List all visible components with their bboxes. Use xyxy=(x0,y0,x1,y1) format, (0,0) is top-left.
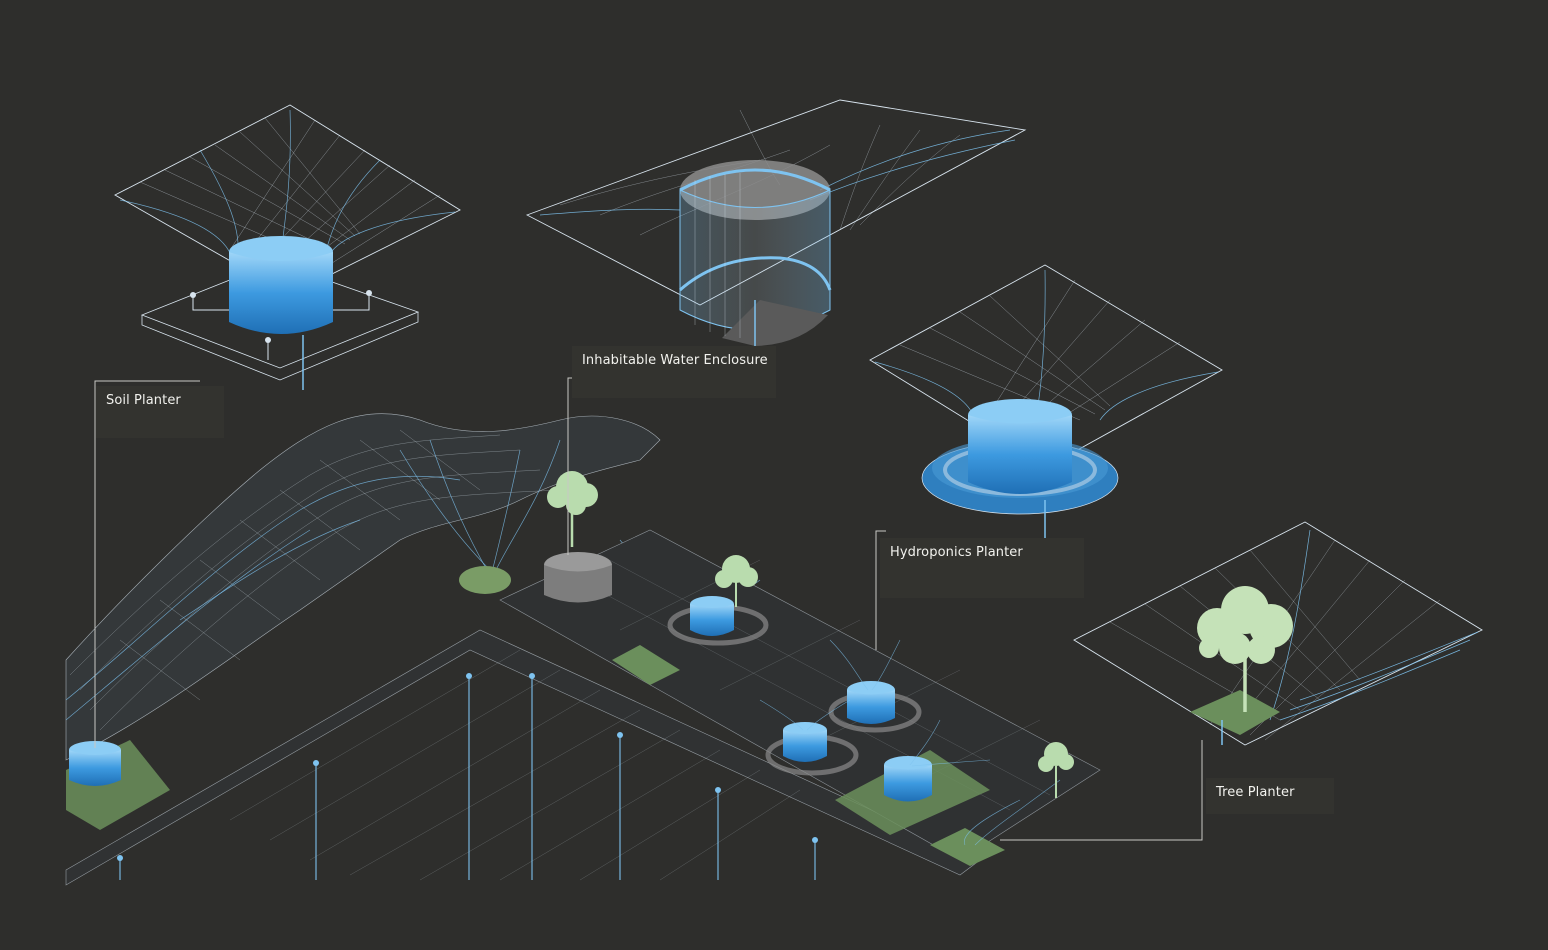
hydroponics-planter-detail xyxy=(869,264,1223,550)
water-enclosure-label: Inhabitable Water Enclosure xyxy=(572,346,776,398)
walkway-tanks xyxy=(667,596,1005,866)
hydroponics-planter-label: Hydroponics Planter xyxy=(880,538,1084,598)
soil-planter-label: Soil Planter xyxy=(96,386,224,438)
tree-planter-detail xyxy=(1073,521,1483,746)
soil-planter-detail xyxy=(114,104,461,390)
water-enclosure-detail xyxy=(525,99,1027,355)
tree-icon xyxy=(547,471,1074,798)
tree-planter-label: Tree Planter xyxy=(1206,778,1334,814)
landscape-wireframe xyxy=(65,413,1101,886)
